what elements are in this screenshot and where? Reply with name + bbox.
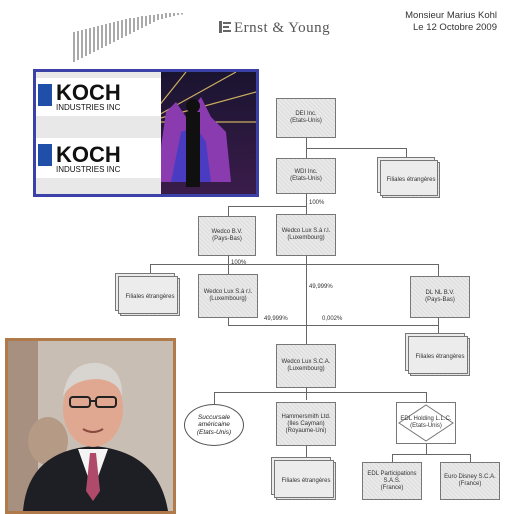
koch-industries-photo: KOCH INDUSTRIES INC KOCH INDUSTRIES INC	[33, 69, 259, 197]
addressee-block: Monsieur Marius Kohl Le 12 Octobre 2009	[405, 10, 497, 34]
box-wedco-lux-country: (Luxembourg)	[209, 296, 247, 302]
chart-line	[228, 325, 438, 326]
box-filiales-4-label: Filiales étrangères	[281, 477, 331, 484]
box-hammersmith-country2: (Royaume-Uni)	[285, 427, 327, 434]
box-edl-holding-name: EDL Holding L.L.C.	[400, 416, 452, 422]
box-euro-disney-country: (France)	[458, 481, 482, 487]
addressee-date: Le 12 Octobre 2009	[413, 22, 497, 33]
box-wedco-bv: Wedco B.V. (Pays-Bas)	[198, 216, 256, 256]
box-dl-nl: DL NL B.V. (Pays-Bas)	[410, 276, 470, 318]
chart-line	[438, 325, 439, 337]
box-filiales-2: Filiales étrangères	[115, 273, 180, 316]
box-filiales-4: Filiales étrangères	[271, 457, 336, 500]
chart-line	[150, 264, 151, 274]
box-edl-holding-country: (Etats-Unis)	[410, 423, 442, 429]
box-filiales-2-label: Filiales étrangères	[125, 293, 175, 300]
pct-0002: 0,002%	[322, 316, 343, 322]
box-edl-participations-country: (France)	[380, 484, 404, 491]
chart-line	[214, 392, 426, 393]
chart-line	[470, 454, 471, 462]
box-hammersmith-country: (Iles Cayman)	[287, 420, 325, 427]
box-wedco-sca-name: Wedco Lux S.C.A.	[281, 359, 331, 365]
box-filiales-3: Filiales étrangères	[405, 333, 470, 376]
box-dl-nl-name: DL NL B.V.	[425, 290, 455, 296]
chart-line	[306, 148, 406, 149]
succursale-line1: Succursale	[197, 413, 231, 421]
box-edl-participations: EDL Participations S.A.S. (France)	[362, 462, 422, 500]
edl-diamond-mark	[398, 404, 454, 442]
ellipse-succursale: Succursale américaine (Etats-Unis)	[184, 404, 244, 446]
box-dei-country: (Etats-Unis)	[290, 118, 322, 124]
box-edl-participations-type: S.A.S.	[383, 477, 401, 484]
box-wedco-sca-country: (Luxembourg)	[287, 366, 325, 372]
box-hammersmith: Hammersmith Ltd. (Iles Cayman) (Royaume-…	[276, 402, 336, 446]
pct-wedco-bv: 100%	[231, 260, 247, 266]
chart-line	[426, 444, 427, 454]
succursale-line2: américaine	[198, 421, 230, 429]
ernst-young-logo: Ernst & Young	[218, 20, 330, 37]
box-wedco-bv-country: (Pays-Bas)	[212, 236, 242, 242]
box-edl-participations-name: EDL Participations	[367, 470, 417, 477]
box-wedco-sarl-country: (Luxembourg)	[287, 235, 325, 241]
chart-line	[438, 318, 439, 326]
ey-mark-icon	[219, 21, 231, 33]
koch-sign-bottom: KOCH	[56, 142, 121, 167]
pct-49-a: 49,999%	[309, 284, 333, 290]
box-dl-nl-country: (Pays-Bas)	[425, 297, 455, 303]
chart-line	[228, 206, 229, 216]
juncker-portrait-photo	[5, 338, 176, 514]
brand-name: Ernst & Young	[234, 20, 331, 36]
chart-line	[392, 454, 393, 462]
chart-line	[406, 148, 407, 158]
box-dei-name: DEI Inc.	[295, 111, 317, 117]
chart-line	[426, 392, 427, 402]
box-wedco-bv-name: Wedco B.V.	[211, 229, 243, 235]
chart-line	[438, 264, 439, 276]
box-wedco-sarl-name: Wedco Lux S.à r.l.	[281, 228, 331, 234]
box-dei: DEI Inc. (Etats-Unis)	[276, 98, 336, 138]
pct-49-b: 49,999%	[264, 316, 288, 322]
pct-wdi-wedco: 100%	[309, 200, 325, 206]
chart-line	[306, 446, 307, 462]
box-filiales-1: Filiales étrangères	[377, 157, 440, 198]
box-wdi-name: WDI Inc.	[294, 169, 318, 175]
chart-line	[228, 318, 229, 326]
box-wedco-sca: Wedco Lux S.C.A. (Luxembourg)	[276, 344, 336, 388]
box-filiales-3-label: Filiales étrangères	[415, 353, 465, 360]
koch-sign-bottom-sub: INDUSTRIES INC	[56, 165, 121, 174]
koch-sign-top: KOCH	[56, 80, 121, 105]
box-filiales-1-label: Filiales étrangères	[386, 176, 436, 183]
portrait-scene	[8, 341, 173, 511]
chart-line	[228, 242, 229, 274]
box-euro-disney: Euro Disney S.C.A. (France)	[440, 462, 500, 500]
chart-line	[150, 264, 438, 265]
box-wdi: WDI Inc. (Etats-Unis)	[276, 158, 336, 194]
box-wdi-country: (Etats-Unis)	[290, 176, 322, 182]
box-wedco-lux-name: Wedco Lux S.à r.l.	[203, 289, 253, 295]
chart-line	[228, 206, 306, 207]
box-wedco-sarl: Wedco Lux S.à r.l. (Luxembourg)	[276, 214, 336, 256]
chart-line	[306, 388, 307, 400]
koch-sign-top-sub: INDUSTRIES INC	[56, 103, 121, 112]
chart-line	[214, 392, 215, 404]
chart-line	[306, 256, 307, 344]
box-euro-disney-name: Euro Disney S.C.A.	[444, 474, 496, 480]
box-edl-holding: EDL Holding L.L.C. (Etats-Unis)	[396, 402, 456, 444]
koch-event-scene: KOCH INDUSTRIES INC KOCH INDUSTRIES INC	[36, 72, 256, 194]
box-wedco-lux: Wedco Lux S.à r.l. (Luxembourg)	[198, 274, 258, 318]
chart-line	[392, 454, 470, 455]
chart-line	[306, 194, 307, 214]
succursale-line3: (Etats-Unis)	[196, 428, 232, 436]
addressee-name: Monsieur Marius Kohl	[405, 10, 497, 21]
hatch-decoration	[73, 13, 183, 62]
box-hammersmith-name: Hammersmith Ltd.	[281, 413, 331, 420]
